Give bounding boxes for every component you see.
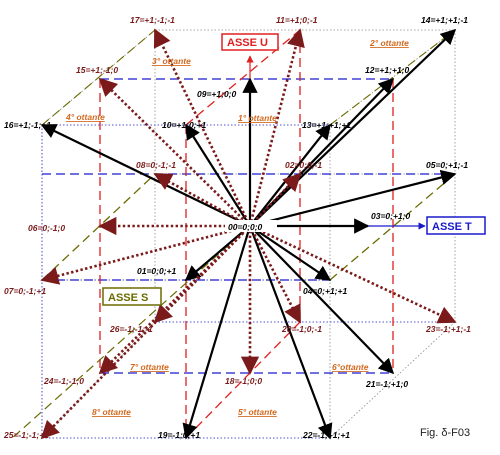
octant-labels: 1° ottante 2° ottante 3° ottante 4° otta… — [65, 38, 409, 417]
vector-10 — [185, 123, 251, 227]
octant-4-label: 4° ottante — [65, 112, 105, 122]
figure-caption: Fig. δ-F03 — [420, 427, 470, 439]
axis-u-box: ASSE U — [221, 33, 279, 51]
node-10-label: 10=+1;0;+1 — [162, 120, 206, 130]
node-23-label: 23=-1;+1;-1 — [425, 324, 471, 334]
vector-26 — [153, 225, 251, 324]
node-13-label: 13=+1;+1;+1 — [302, 120, 351, 130]
axis-t-box: ASSE T — [426, 216, 486, 235]
node-01-label: 01=0;0;+1 — [137, 266, 176, 276]
center-label: 00=0;0;0 — [228, 222, 263, 232]
node-09-label: 09=+1;0;0 — [197, 89, 236, 99]
node-02-label: 02=0;0;-1 — [285, 160, 322, 170]
vector-05 — [249, 169, 457, 228]
vector-19 — [182, 225, 252, 440]
node-17-label: 17=+1;-1;-1 — [130, 15, 175, 25]
octant-5-label: 5° ottante — [238, 407, 277, 417]
node-16-label: 16=+1;-1;+1 — [4, 120, 51, 130]
node-18-label: 18=-1;0;0 — [225, 376, 262, 386]
node-07-label: 07=0;-1;+1 — [4, 286, 46, 296]
node-05-label: 05=0;+1;-1 — [426, 160, 468, 170]
axis-s-line — [9, 225, 251, 441]
node-labels: 01=0;0;+1 02=0;0;-1 03=0;+1;0 04=0;+1;+1… — [3, 15, 471, 440]
octant-7-label: 7° ottante — [130, 362, 169, 372]
node-24-label: 24=-1;-1;0 — [43, 376, 84, 386]
axis-u-label: ASSE U — [227, 37, 268, 49]
vector-13 — [249, 123, 331, 227]
octant-1-label: 1° ottante — [238, 113, 277, 123]
node-21-label: 21=-1;+1;0 — [365, 379, 408, 389]
node-08-label: 08=0;-1;-1 — [136, 160, 176, 170]
node-22-label: 22=-1;+1;+1 — [302, 430, 350, 440]
octant-6-label: 6°ottante — [332, 362, 369, 372]
axis-s-label: ASSE S — [108, 292, 148, 304]
octant-8-label: 8° ottante — [92, 407, 131, 417]
node-04-label: 04=0;+1;+1 — [303, 286, 347, 296]
axis-s-box: ASSE S — [102, 287, 162, 306]
node-11-label: 11=+1;0;-1 — [276, 15, 318, 25]
vector-21 — [249, 225, 395, 375]
node-20-label: 20=-1;0;-1 — [281, 324, 322, 334]
vector-08 — [153, 172, 251, 228]
octant-3-label: 3° ottante — [152, 56, 191, 66]
vector-22 — [248, 225, 333, 440]
vector-11 — [248, 28, 305, 227]
node-03-label: 03=0;+1;0 — [371, 211, 410, 221]
vector-16 — [40, 124, 251, 227]
vector-15 — [98, 77, 251, 227]
node-19-label: 19=-1;0;+1 — [158, 430, 200, 440]
vector-14 — [249, 28, 457, 227]
octant-2-label: 2° ottante — [369, 38, 409, 48]
vector-04 — [249, 225, 332, 281]
vector-01 — [184, 229, 246, 281]
node-15-label: 15=+1;-1;0 — [76, 65, 118, 75]
axis-t-label: ASSE T — [432, 221, 472, 233]
vector-20 — [248, 225, 302, 324]
vector-23 — [249, 224, 457, 324]
node-25-label: 25=-1;-1;+1 — [3, 430, 49, 440]
node-12-label: 12=+1;+1;0 — [365, 65, 409, 75]
node-26-label: 26=-1;-1;-1 — [109, 324, 153, 334]
node-14-label: 14=+1;+1;-1 — [421, 15, 468, 25]
node-06-label: 06=0;-1;0 — [28, 223, 65, 233]
center-label-bg — [225, 220, 277, 232]
vector-07 — [40, 224, 251, 285]
